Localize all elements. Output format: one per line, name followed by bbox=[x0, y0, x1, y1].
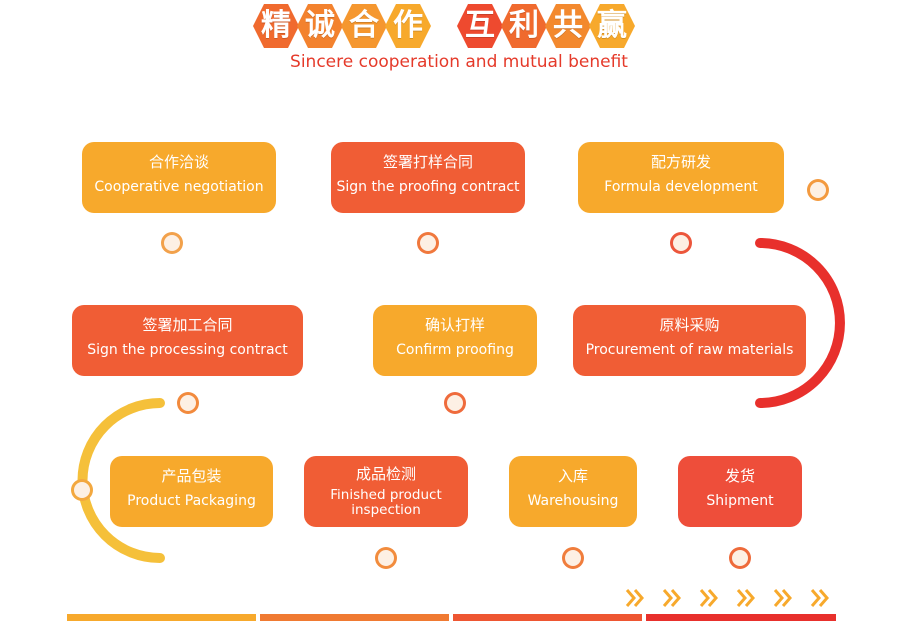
title-char: 诚 bbox=[297, 4, 343, 48]
step-label-en: Sign the processing contract bbox=[87, 342, 288, 358]
bottom-bar-red-orange bbox=[453, 614, 642, 621]
step-label-zh: 签署加工合同 bbox=[142, 316, 233, 334]
step-cooperative-negotiation: 合作洽谈 Cooperative negotiation bbox=[82, 142, 276, 213]
step-label-en: Finished product inspection bbox=[330, 487, 442, 518]
title-char: 合 bbox=[341, 4, 387, 48]
node bbox=[444, 392, 466, 414]
step-label-en: Sign the proofing contract bbox=[336, 179, 520, 195]
double-chevron-right-icon bbox=[625, 589, 829, 607]
node bbox=[417, 232, 439, 254]
step-sign-processing-contract: 签署加工合同 Sign the processing contract bbox=[72, 305, 303, 376]
title-char: 互 bbox=[457, 4, 503, 48]
step-label-zh: 成品检测 bbox=[355, 465, 416, 483]
bottom-bar-yellow bbox=[67, 614, 256, 621]
node bbox=[670, 232, 692, 254]
node bbox=[161, 232, 183, 254]
step-procurement-raw-materials: 原料采购 Procurement of raw materials bbox=[573, 305, 806, 376]
step-label-en: Confirm proofing bbox=[396, 342, 514, 358]
step-label-en: Product Packaging bbox=[127, 493, 256, 509]
step-label-zh: 确认打样 bbox=[424, 316, 485, 334]
bottom-bar-red bbox=[646, 614, 836, 621]
node bbox=[807, 179, 829, 201]
step-label-zh: 入库 bbox=[557, 467, 588, 485]
step-label-zh: 产品包装 bbox=[161, 467, 222, 485]
step-finished-product-inspection: 成品检测 Finished product inspection bbox=[304, 456, 468, 527]
step-label-en: Warehousing bbox=[527, 493, 619, 509]
step-label-zh: 原料采购 bbox=[659, 316, 720, 334]
step-label-zh: 合作洽谈 bbox=[148, 153, 209, 171]
step-shipment: 发货 Shipment bbox=[678, 456, 802, 527]
bottom-color-bars bbox=[67, 614, 836, 621]
title-char: 赢 bbox=[589, 4, 635, 48]
step-formula-development: 配方研发 Formula development bbox=[578, 142, 784, 213]
step-label-en: Procurement of raw materials bbox=[585, 342, 794, 358]
step-label-zh: 签署打样合同 bbox=[382, 153, 473, 171]
node bbox=[71, 479, 93, 501]
node bbox=[177, 392, 199, 414]
step-confirm-proofing: 确认打样 Confirm proofing bbox=[373, 305, 537, 376]
bottom-bar-orange bbox=[260, 614, 449, 621]
title-char: 精 bbox=[253, 4, 299, 48]
step-label-zh: 配方研发 bbox=[650, 153, 711, 171]
path-right-curve bbox=[755, 238, 845, 408]
step-sign-proofing-contract: 签署打样合同 Sign the proofing contract bbox=[331, 142, 525, 213]
step-warehousing: 入库 Warehousing bbox=[509, 456, 637, 527]
subtitle: Sincere cooperation and mutual benefit bbox=[290, 52, 628, 72]
step-product-packaging: 产品包装 Product Packaging bbox=[110, 456, 273, 527]
path-nodes bbox=[71, 179, 829, 569]
title-char: 作 bbox=[385, 4, 431, 48]
step-label-en: Formula development bbox=[604, 179, 758, 195]
step-label-zh: 发货 bbox=[724, 467, 755, 485]
node bbox=[729, 547, 751, 569]
title-banner: 精 诚 合 作 互 利 共 赢 bbox=[250, 2, 650, 48]
node bbox=[375, 547, 397, 569]
title-char: 共 bbox=[545, 4, 591, 48]
step-label-en: Cooperative negotiation bbox=[94, 179, 264, 195]
step-label-en: Shipment bbox=[706, 493, 774, 509]
node bbox=[562, 547, 584, 569]
title-char: 利 bbox=[501, 4, 547, 48]
